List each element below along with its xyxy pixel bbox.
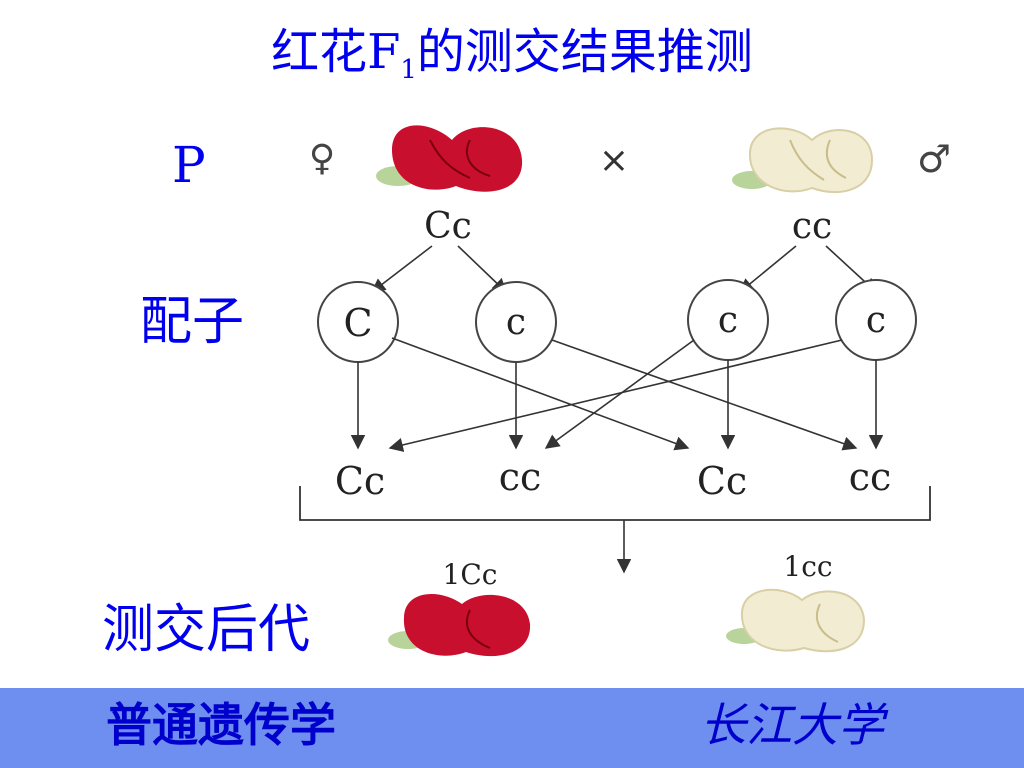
- red-flower-offspring: [388, 593, 531, 657]
- arrow-gamete-4-to-progeny-1: [388, 339, 843, 452]
- course-name: 普通遗传学: [106, 698, 336, 752]
- white-flower-parent: [732, 127, 874, 194]
- arrow-female-to-gamete-1: [370, 245, 433, 293]
- female-symbol: ♀: [309, 138, 335, 179]
- male-symbol: ♂: [917, 137, 951, 181]
- red-flower-parent: [376, 125, 523, 192]
- gamete-3-label: c: [718, 300, 738, 341]
- arrow-male-to-gamete-3: [738, 245, 797, 293]
- arrow-gamete-1-to-progeny-3: [391, 337, 690, 451]
- female-genotype: Cc: [424, 206, 472, 247]
- gamete-4-label: c: [866, 300, 886, 341]
- result-red-label: 1Cc: [443, 558, 498, 591]
- cross-symbol: ×: [599, 140, 629, 181]
- progeny-1: Cc: [335, 459, 385, 503]
- white-flower-offspring: [726, 588, 866, 653]
- parent-generation-label: P: [172, 136, 206, 194]
- progeny-3: Cc: [697, 459, 747, 503]
- university-name: 长江大学: [700, 698, 884, 752]
- title-subscript: 1: [400, 55, 417, 85]
- arrow-gamete-2-to-progeny-4: [551, 339, 858, 451]
- testcross-offspring-label: 测交后代: [102, 600, 311, 660]
- progeny-4: cc: [849, 455, 892, 499]
- gametes-label: 配子: [140, 292, 245, 352]
- arrow-female-to-gamete-2: [457, 245, 508, 293]
- arrow-gamete-3-to-progeny-2: [544, 339, 695, 449]
- progeny-bracket: [299, 486, 931, 521]
- male-genotype: cc: [792, 206, 832, 247]
- progeny-2: cc: [499, 455, 542, 499]
- gamete-1: C: [317, 281, 399, 363]
- slide-title: 红花F1的测交结果推测: [271, 24, 753, 85]
- gamete-4: c: [835, 279, 917, 361]
- footer-bar: 普通遗传学 长江大学: [0, 688, 1024, 768]
- result-white-label: 1cc: [783, 550, 832, 583]
- gamete-3: c: [687, 279, 769, 361]
- gamete-2: c: [475, 281, 557, 363]
- gamete-1-label: C: [343, 301, 372, 345]
- gamete-2-label: c: [506, 302, 526, 343]
